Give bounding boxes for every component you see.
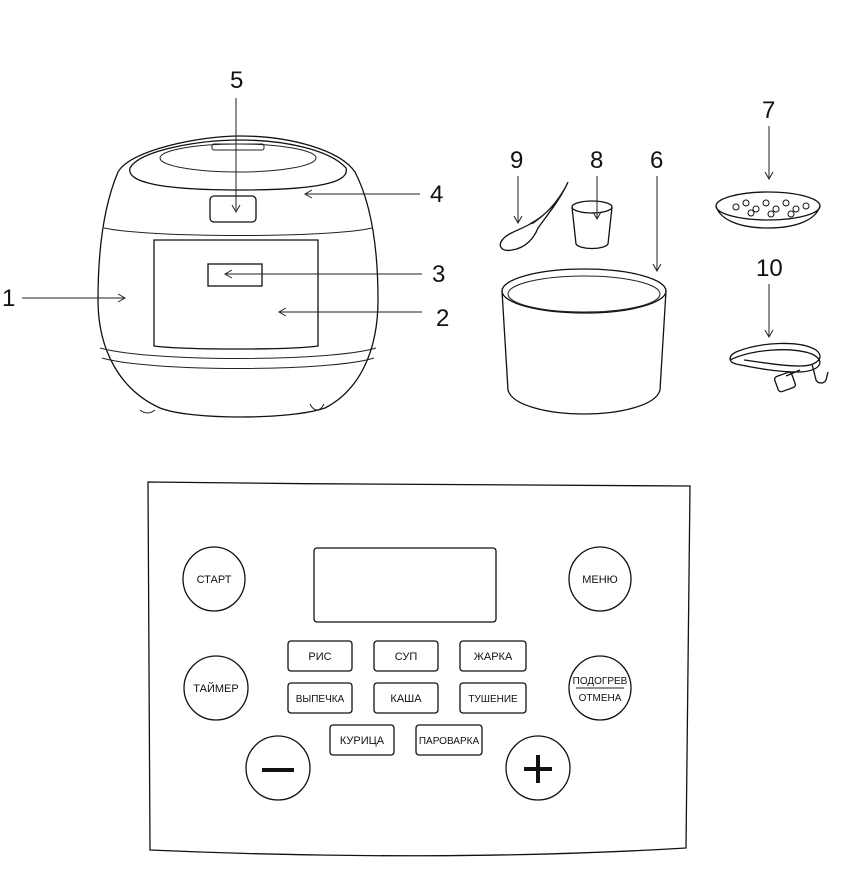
callout-label-5: 5 [230, 67, 243, 94]
program-key-soup-label: СУП [395, 651, 418, 663]
callout-label-2: 2 [436, 305, 449, 332]
start-button[interactable]: СТАРТ [182, 546, 246, 612]
callout-label-1: 1 [2, 285, 15, 312]
callout-label-6: 6 [650, 147, 663, 174]
program-key-stew-label: ТУШЕНИЕ [468, 694, 518, 705]
power-cord [729, 342, 829, 393]
callout-label-8: 8 [590, 147, 603, 174]
program-key-porridge-label: КАША [390, 693, 422, 705]
callout-2: 2 [277, 305, 449, 332]
callout-1: 1 [2, 285, 127, 312]
program-key-steam[interactable]: ПАРОВАРКА [415, 724, 483, 756]
plus-button[interactable] [505, 735, 571, 801]
control-panel-area [153, 239, 319, 350]
program-key-soup[interactable]: СУП [373, 640, 439, 672]
program-key-fry[interactable]: ЖАРКА [459, 640, 527, 672]
lcd-display [313, 547, 497, 623]
timer-button[interactable]: ТАЙМЕР [183, 655, 249, 721]
inner-bowl [501, 268, 667, 415]
callout-7: 7 [762, 97, 775, 181]
warm-cancel-button[interactable]: ПОДОГРЕВ ОТМЕНА [568, 655, 632, 721]
program-key-stew[interactable]: ТУШЕНИЕ [459, 682, 527, 714]
callout-9: 9 [510, 147, 523, 225]
program-key-chicken-label: КУРИЦА [340, 735, 385, 747]
callout-label-4: 4 [430, 181, 443, 208]
menu-button[interactable]: МЕНЮ [568, 546, 632, 612]
callout-label-9: 9 [510, 147, 523, 174]
callout-8: 8 [590, 147, 603, 221]
program-key-fry-label: ЖАРКА [474, 651, 513, 663]
program-key-rice[interactable]: РИС [287, 640, 353, 672]
start-button-label: СТАРТ [197, 574, 232, 586]
program-key-bake[interactable]: ВЫПЕЧКА [287, 682, 353, 714]
steamer-tray [715, 191, 821, 229]
callout-10: 10 [756, 255, 783, 339]
rice-cooker-body [97, 135, 379, 418]
callout-label-3: 3 [432, 261, 445, 288]
program-key-rice-label: РИС [308, 651, 331, 663]
callout-3: 3 [223, 261, 445, 288]
cancel-button-label: ОТМЕНА [579, 693, 622, 704]
program-key-steam-label: ПАРОВАРКА [419, 736, 480, 747]
plus-icon [524, 755, 552, 783]
timer-button-label: ТАЙМЕР [193, 682, 238, 695]
lid-release-button [209, 195, 257, 223]
display-window [207, 263, 263, 287]
program-key-bake-label: ВЫПЕЧКА [296, 694, 345, 705]
callout-label-10: 10 [756, 255, 783, 282]
menu-button-label: МЕНЮ [582, 574, 618, 586]
callout-label-7: 7 [762, 97, 775, 124]
callout-6: 6 [650, 147, 663, 273]
program-key-chicken[interactable]: КУРИЦА [329, 724, 395, 756]
warm-button-label: ПОДОГРЕВ [573, 676, 628, 687]
rice-spoon [499, 181, 569, 252]
program-key-porridge[interactable]: КАША [373, 682, 439, 714]
control-panel [147, 481, 691, 857]
measuring-cup [571, 200, 613, 250]
callout-4: 4 [303, 181, 443, 208]
minus-button[interactable] [245, 735, 311, 801]
callout-5: 5 [230, 67, 243, 214]
